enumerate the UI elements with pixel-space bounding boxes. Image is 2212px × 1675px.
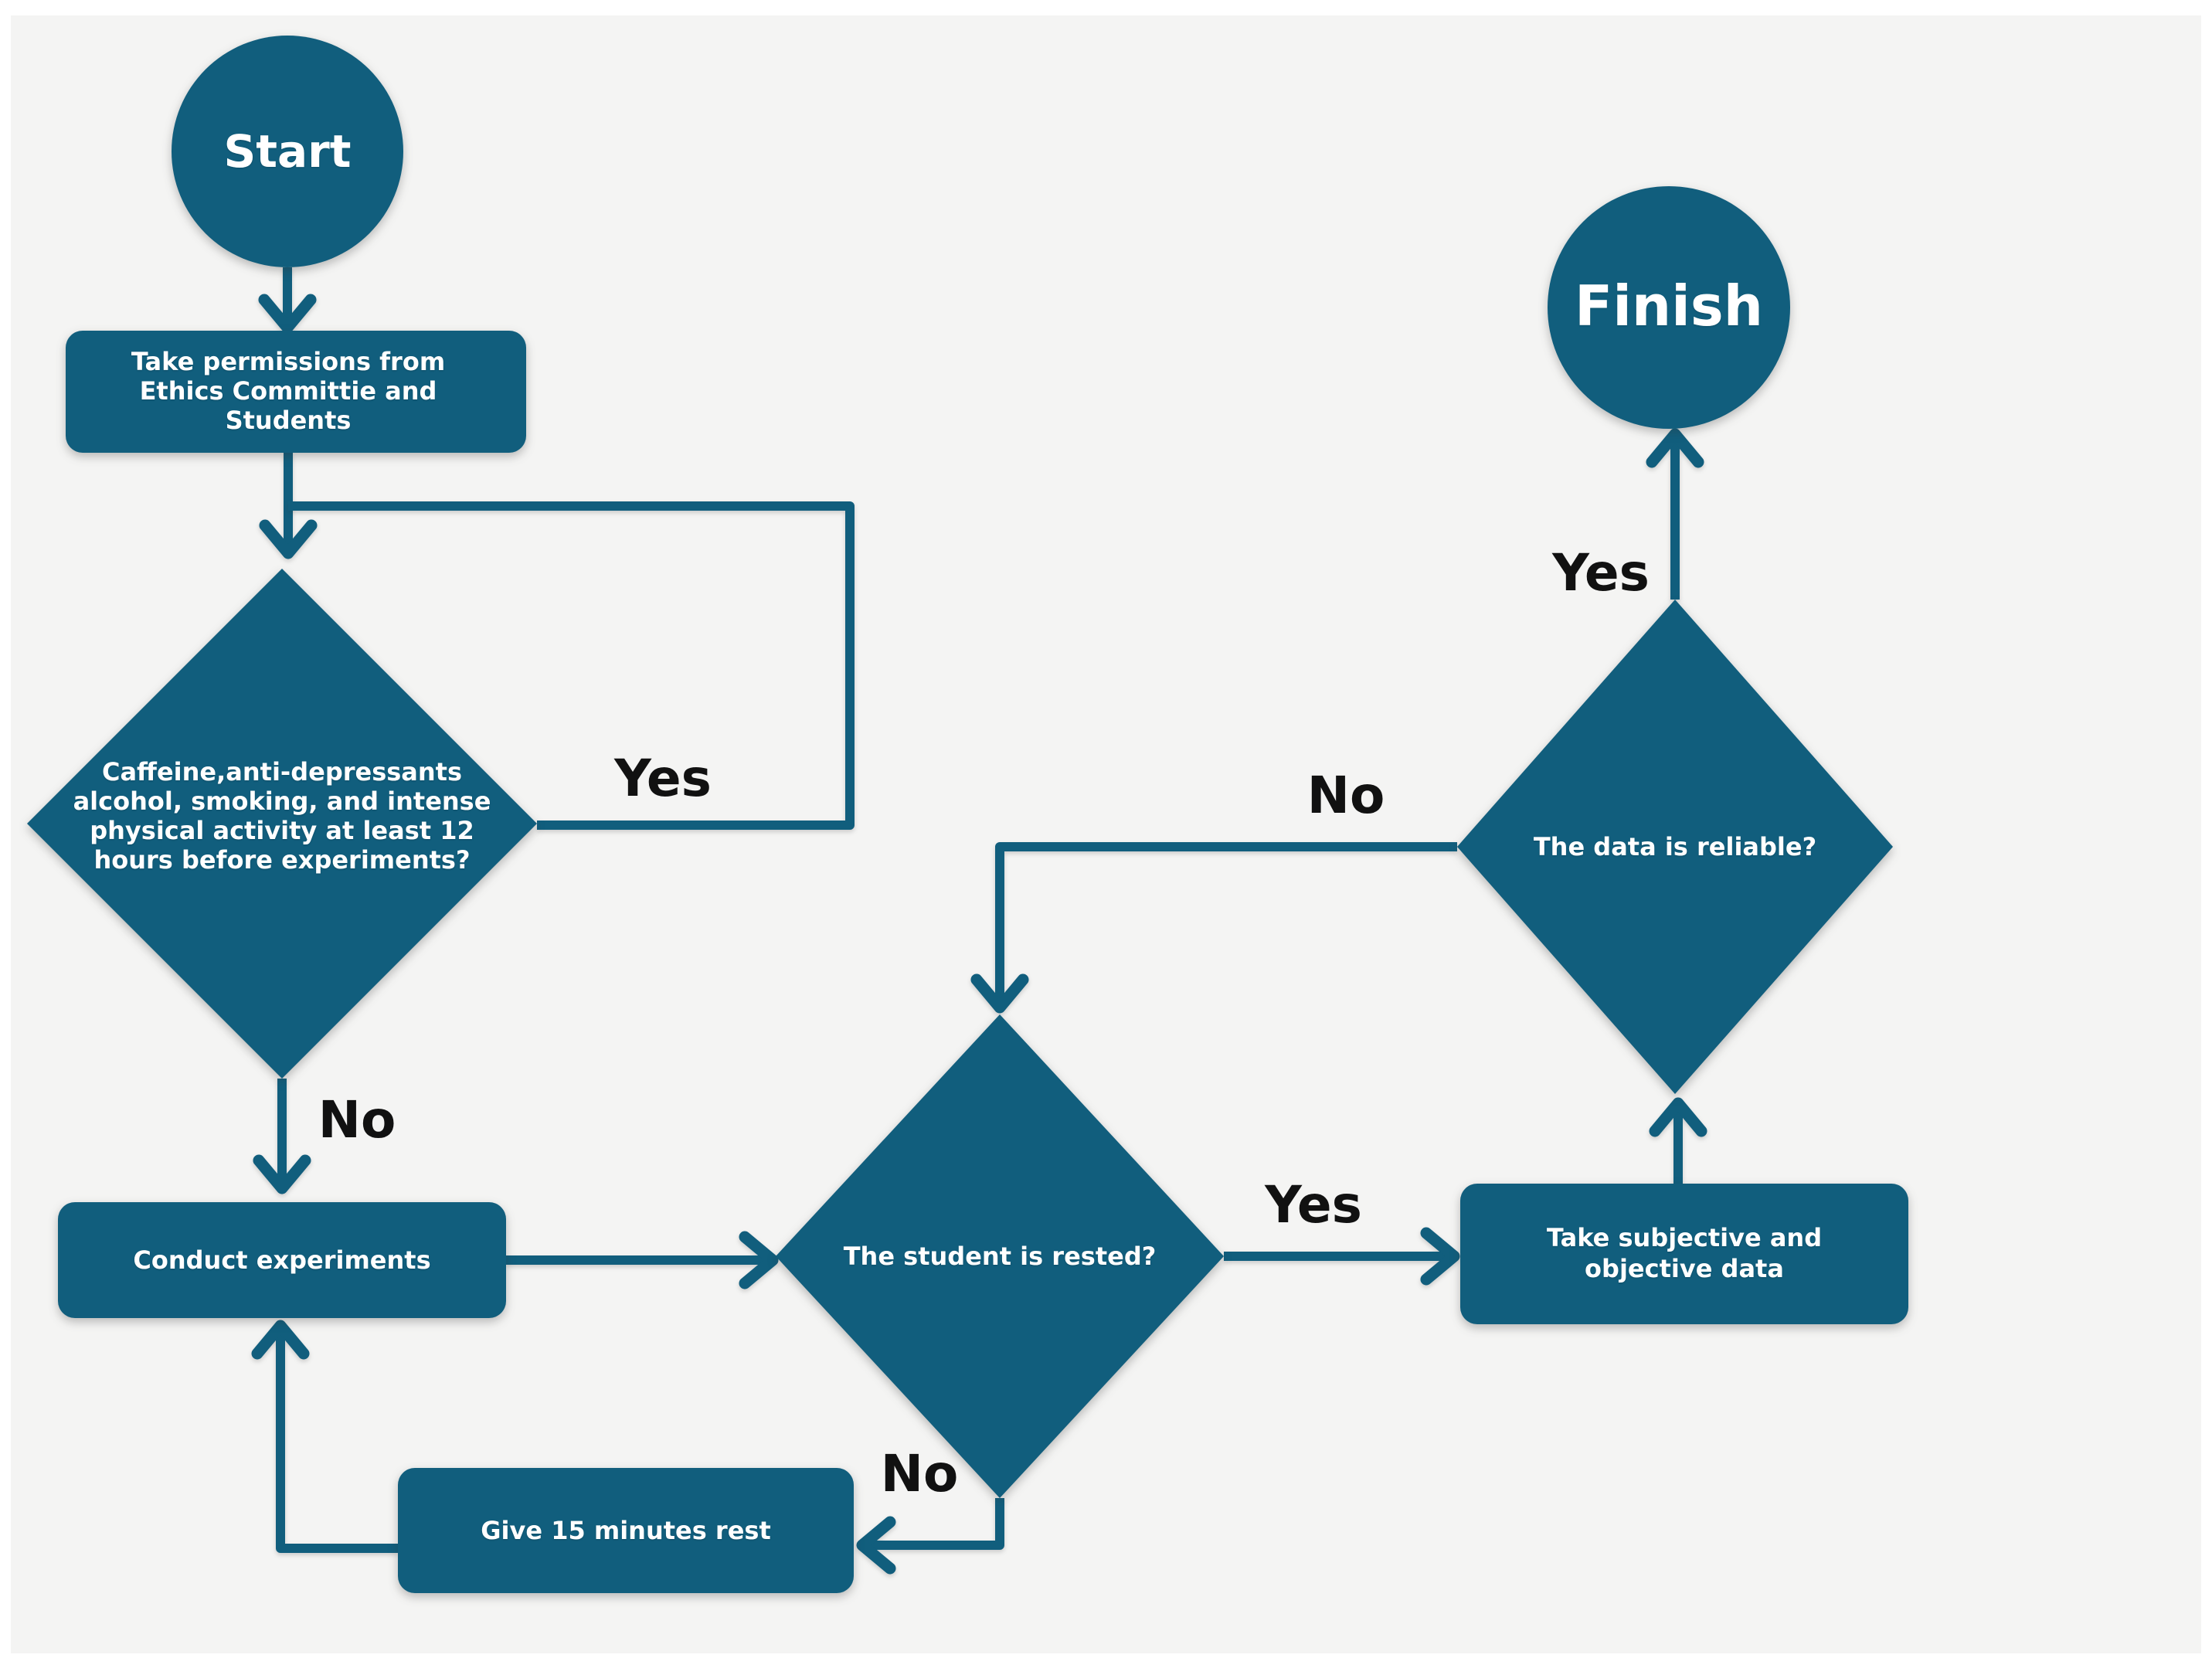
screening-question-label: Caffeine,anti-depressants alcohol, smoki…: [73, 757, 491, 875]
edge-screening-yes-loop: [288, 501, 855, 830]
permissions-process-shape: [66, 331, 526, 453]
edge-reliable-no-to-rested: [970, 842, 1457, 1014]
giverest-process-shape: [398, 1468, 854, 1593]
takedata-label: Take subjective and objective data: [1546, 1223, 1823, 1283]
start-terminator-shape: [172, 36, 403, 267]
reliable-yes-label: Yes: [1552, 543, 1650, 603]
reliable-decision-shape: [1457, 600, 1893, 1094]
start-label: Start: [223, 125, 352, 178]
rested-yes-label: Yes: [1265, 1175, 1362, 1235]
takedata-process-shape: [1460, 1184, 1908, 1324]
reliable-question-label: The data is reliable?: [1533, 832, 1817, 861]
screening-yes-label: Yes: [614, 749, 712, 808]
finish-label: Finish: [1575, 274, 1763, 338]
conduct-process-shape: [58, 1202, 506, 1318]
conduct-label: Conduct experiments: [133, 1245, 431, 1275]
screening-no-label: No: [318, 1090, 396, 1150]
edges: [251, 267, 1707, 1575]
rested-question-label: The student is rested?: [843, 1242, 1157, 1271]
rested-no-label: No: [880, 1444, 959, 1503]
reliable-no-label: No: [1306, 766, 1385, 825]
node-shapes: [27, 36, 1908, 1593]
edge-giverest-to-conduct: [251, 1320, 398, 1553]
edge-rested-no-to-giverest: [856, 1498, 1004, 1575]
permissions-label: Take permissions from Ethics Committie a…: [131, 347, 446, 435]
giverest-label: Give 15 minutes rest: [481, 1516, 771, 1545]
screening-decision-shape: [27, 569, 537, 1079]
rested-decision-shape: [776, 1014, 1224, 1498]
finish-terminator-shape: [1548, 186, 1790, 429]
